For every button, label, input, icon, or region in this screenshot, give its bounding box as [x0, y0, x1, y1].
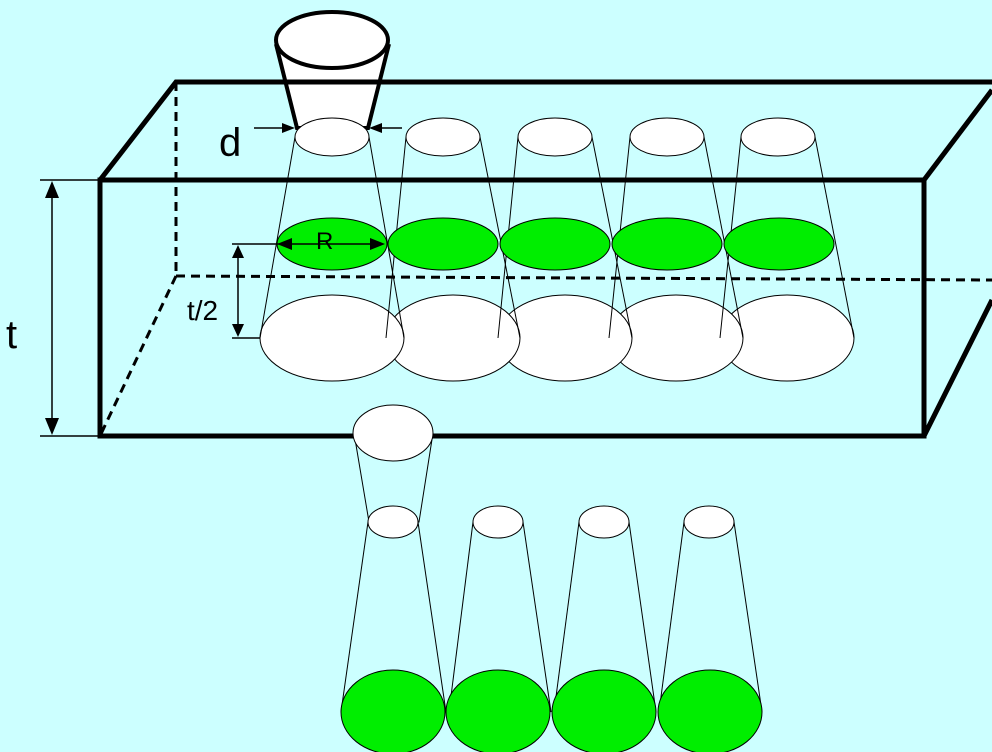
- t-half-arrow: [232, 243, 280, 339]
- top-opening: [405, 117, 481, 157]
- top-opening: [294, 117, 370, 157]
- top-opening: [629, 117, 705, 157]
- lower-funnel: [352, 404, 434, 523]
- bottom-ellipses: [259, 294, 855, 382]
- cone-sides: [259, 136, 855, 339]
- lower-green-base: [445, 669, 551, 752]
- box-visible-edges: [97, 79, 992, 439]
- label-r: R: [316, 228, 333, 255]
- lower-green-base: [657, 669, 763, 752]
- green-slice: [611, 217, 723, 271]
- bottom-ellipse: [385, 294, 521, 382]
- top-openings: [294, 117, 816, 157]
- label-t: t: [6, 313, 17, 357]
- green-slice: [723, 217, 835, 271]
- top-opening: [740, 117, 816, 157]
- r-arrow: [277, 238, 385, 250]
- lower-opening: [367, 505, 419, 539]
- top-funnel: [274, 10, 391, 130]
- t-arrow: [40, 179, 100, 437]
- green-slices: [276, 217, 835, 271]
- bottom-ellipse: [259, 294, 405, 382]
- label-t-half: t/2: [187, 295, 218, 326]
- d-arrow-left: [254, 123, 295, 133]
- d-arrow-right: [369, 123, 402, 133]
- lower-opening: [578, 505, 630, 539]
- lower-green-base: [340, 669, 446, 752]
- green-slice: [499, 217, 611, 271]
- lower-openings: [367, 505, 735, 539]
- lower-green-base: [551, 669, 657, 752]
- lower-cone-sides: [340, 521, 763, 713]
- lower-green-bases: [340, 669, 763, 752]
- green-slice: [387, 217, 499, 271]
- top-opening: [517, 117, 593, 157]
- lower-opening: [683, 505, 735, 539]
- lower-opening: [472, 505, 524, 539]
- dimension-arrows: [40, 123, 402, 437]
- label-d: d: [219, 121, 241, 165]
